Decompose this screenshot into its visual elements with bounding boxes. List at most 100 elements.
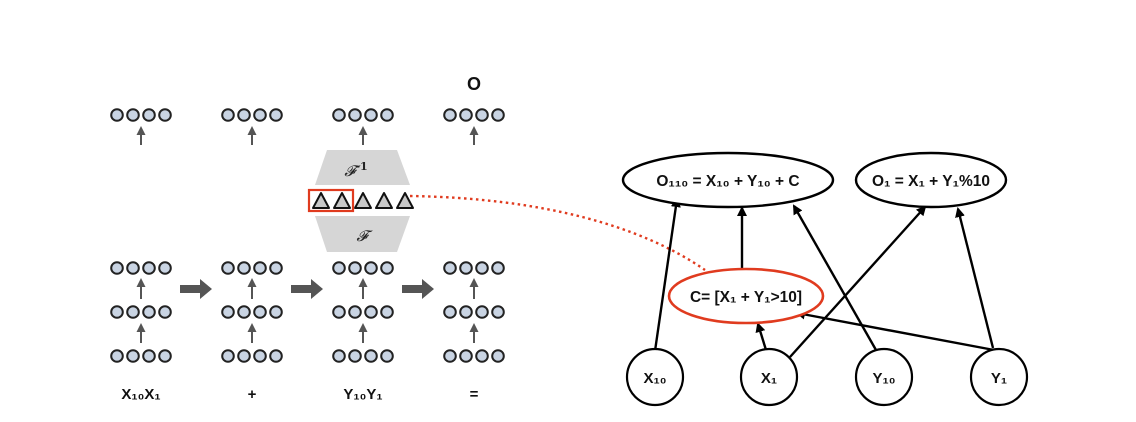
neuron [475, 261, 489, 275]
neuron [491, 349, 505, 363]
neuron [158, 305, 172, 319]
neuron [475, 349, 489, 363]
neuron [237, 261, 251, 275]
output-node-o1 [854, 151, 1008, 209]
triangle [312, 192, 330, 209]
input-node-y1: Y₁ [969, 347, 1029, 407]
neuron [269, 349, 283, 363]
neuron [364, 261, 378, 275]
neuron [475, 108, 489, 122]
neuron [126, 305, 140, 319]
neuron [253, 108, 267, 122]
right-arrow [180, 279, 212, 299]
neuron-group [110, 108, 172, 122]
neuron [332, 349, 346, 363]
neuron [158, 349, 172, 363]
fourier-trapezoid [315, 216, 410, 252]
triangle [396, 192, 414, 209]
inverse-fourier-trapezoid [315, 150, 410, 185]
neuron [253, 261, 267, 275]
bottom-label-plus: + [248, 386, 257, 403]
neuron-group [443, 349, 505, 363]
triangle [354, 192, 372, 209]
neuron-group [221, 108, 283, 122]
neuron [126, 108, 140, 122]
neuron-group [110, 349, 172, 363]
neuron [443, 349, 457, 363]
bottom-label-x: X₁₀X₁ [121, 386, 160, 403]
neuron [221, 108, 235, 122]
neuron [110, 349, 124, 363]
edge-x1-c [755, 322, 768, 351]
neuron-group [221, 349, 283, 363]
neuron [348, 108, 362, 122]
neuron [269, 305, 283, 319]
input-node-y10-label: Y₁₀ [873, 370, 896, 387]
neuron [459, 108, 473, 122]
causal-graph: O₁₁₀ = X₁₀ + Y₁₀ + C O₁ = X₁ + Y₁%10 C= … [621, 151, 1029, 407]
neuron [364, 108, 378, 122]
neuron-group [443, 108, 505, 122]
neuron [221, 261, 235, 275]
neuron [221, 305, 235, 319]
token-columns [110, 108, 505, 363]
neuron [491, 305, 505, 319]
neuron [443, 108, 457, 122]
bottom-label-equals: = [470, 386, 479, 403]
neuron [380, 108, 394, 122]
bottom-label-y: Y₁₀Y₁ [343, 386, 382, 403]
neuron-group [221, 305, 283, 319]
neuron [237, 108, 251, 122]
fourier-block: 𝓕-1 𝓕 [307, 150, 414, 252]
neuron [459, 305, 473, 319]
neuron [332, 108, 346, 122]
neuron [253, 349, 267, 363]
input-node-x10: X₁₀ [625, 347, 685, 407]
neuron [443, 305, 457, 319]
output-node-o1-label: O₁ = X₁ + Y₁%10 [872, 173, 990, 190]
neuron [142, 305, 156, 319]
input-node-y10: Y₁₀ [854, 347, 914, 407]
neuron [221, 349, 235, 363]
neuron [332, 305, 346, 319]
output-node-o110 [621, 151, 835, 209]
output-label-o: O [467, 74, 481, 94]
neuron [380, 349, 394, 363]
input-node-x1: X₁ [739, 347, 799, 407]
neuron [459, 261, 473, 275]
input-node-x1-label: X₁ [761, 370, 777, 387]
neuron [158, 108, 172, 122]
neuron [348, 305, 362, 319]
neuron [142, 108, 156, 122]
neuron-group [443, 305, 505, 319]
right-arrow [402, 279, 434, 299]
highlight-box [307, 188, 355, 213]
neuron-group [221, 261, 283, 275]
neuron [142, 261, 156, 275]
triangle [333, 192, 351, 209]
carry-node-label: C= [X₁ + Y₁>10] [690, 289, 802, 306]
neuron [348, 349, 362, 363]
neuron [380, 305, 394, 319]
neuron [332, 261, 346, 275]
neuron [269, 108, 283, 122]
neuron [142, 349, 156, 363]
edge-x1-o1 [789, 205, 927, 358]
neuron-group [443, 261, 505, 275]
neuron [348, 261, 362, 275]
neuron-group [110, 261, 172, 275]
right-arrow [291, 279, 323, 299]
neuron [110, 108, 124, 122]
neuron [364, 305, 378, 319]
neuron-group [332, 305, 394, 319]
neuron [380, 261, 394, 275]
neuron [110, 305, 124, 319]
neuron [269, 261, 283, 275]
edge-x10-o110 [653, 197, 681, 352]
output-node-o110-label: O₁₁₀ = X₁₀ + Y₁₀ + C [656, 173, 799, 190]
neuron [126, 261, 140, 275]
input-node-x10-label: X₁₀ [644, 370, 667, 387]
neuron [110, 261, 124, 275]
neuron-group [332, 261, 394, 275]
